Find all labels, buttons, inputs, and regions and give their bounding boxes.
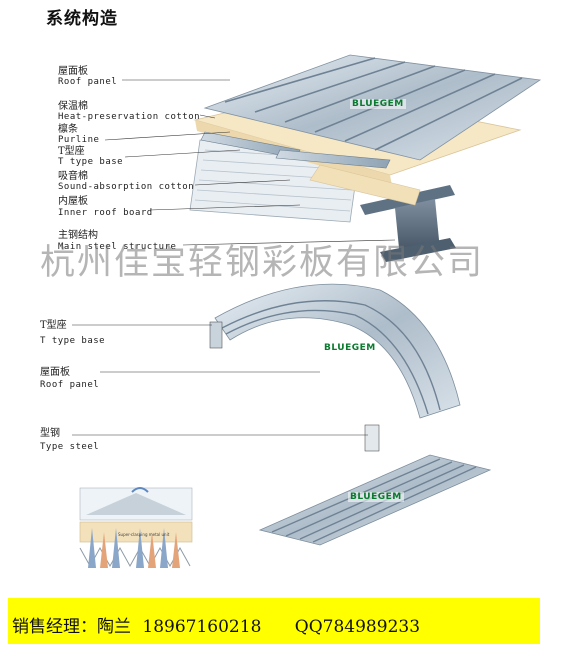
brand-label-top: BLUEGEM: [350, 99, 406, 109]
label-t-base-cn: T型座: [58, 146, 85, 157]
section-title: 系统构造: [46, 9, 118, 29]
label-purline-cn: 檩条: [58, 124, 78, 135]
label-inner-board-cn: 内屋板: [58, 196, 88, 207]
label-heat-cotton-cn: 保温棉: [58, 101, 88, 112]
brand-label-flat: BLUEGEM: [348, 492, 404, 502]
label-t-base-mid-en: T type base: [40, 336, 106, 346]
contact-bar: [8, 598, 540, 644]
heat-flow-inset: [79, 487, 193, 568]
company-watermark: 杭州佳宝轻钢彩板有限公司: [40, 243, 485, 283]
label-sound-cotton-en: Sound-absorption cotton: [58, 182, 195, 192]
label-inner-board-en: Inner roof board: [58, 208, 153, 218]
label-type-steel-en: Type steel: [40, 442, 100, 452]
contact-qq: QQ784989233: [294, 617, 421, 637]
label-roof-panel-mid-cn: 屋面板: [40, 367, 70, 378]
label-purline-en: Purline: [58, 135, 100, 145]
label-roof-panel-cn: 屋面板: [58, 66, 88, 77]
brand-label-curved: BLUEGEM: [322, 343, 378, 353]
label-type-steel-cn: 型钢: [40, 428, 60, 439]
curved-roof-panel: [209, 283, 461, 452]
label-roof-panel-mid-en: Roof panel: [40, 380, 100, 390]
inset-caption: Super-clasping metal unit: [118, 532, 170, 537]
label-main-steel-en: Main steel structure: [58, 242, 177, 252]
label-roof-panel-en: Roof panel: [58, 77, 118, 87]
label-sound-cotton-cn: 吸音棉: [58, 171, 88, 182]
leader-lines-mid: [72, 324, 368, 436]
label-t-base-en: T type base: [58, 157, 124, 167]
label-main-steel-cn: 主钢结构: [58, 230, 98, 241]
contact-text: 销售经理：陶兰 18967160218 QQ784989233: [12, 612, 420, 637]
label-t-base-mid-cn: T型座: [40, 320, 67, 331]
contact-phone: 18967160218: [142, 617, 262, 637]
purline: [200, 131, 391, 169]
leader-lines-top: [104, 79, 396, 246]
contact-role: 销售经理：陶兰: [12, 617, 131, 637]
label-heat-cotton-en: Heat-preservation cotton: [58, 112, 201, 122]
